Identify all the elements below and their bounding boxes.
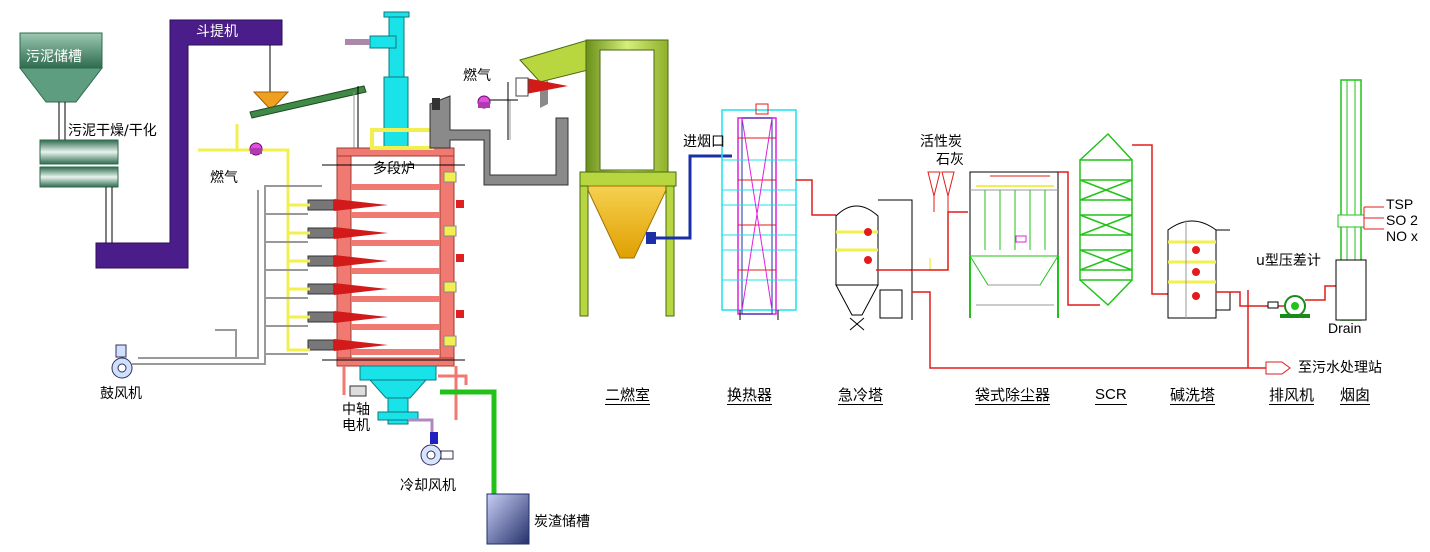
label-ash-storage-tank: 炭渣储槽	[534, 514, 590, 530]
flue-line-2	[912, 211, 968, 271]
stage-bag-filter: 袋式除尘器	[975, 386, 1051, 405]
label-activated-carbon: 活性炭	[920, 134, 962, 150]
ash-storage-tank	[486, 493, 530, 545]
emission-tsp: TSP	[1386, 196, 1414, 212]
flue-line-4	[1132, 144, 1170, 295]
bag-filter	[969, 171, 1059, 318]
label-blower: 鼓风机	[100, 386, 142, 402]
burners	[307, 199, 388, 351]
feed-conveyor	[249, 85, 367, 155]
label-cooling-fan: 冷却风机	[400, 478, 456, 494]
flue-line-6	[1305, 285, 1340, 301]
ash-line	[438, 374, 497, 494]
wastewater-line	[912, 291, 1266, 369]
wastewater-arrow	[1265, 361, 1291, 375]
gas-valve-left	[249, 142, 263, 156]
multi-hearth-furnace	[307, 128, 465, 425]
sludge-storage-tank	[18, 32, 104, 140]
stage-secondary-combustion-chamber: 二燃室	[605, 386, 651, 405]
scr-reactor	[1079, 132, 1133, 307]
label-pressure-gauge: u型压差计	[1256, 253, 1321, 269]
label-multi-hearth-furnace: 多段炉	[373, 161, 415, 177]
heat-exchanger	[721, 103, 797, 320]
label-flue-inlet: 进烟口	[683, 134, 725, 150]
stage-quench-tower: 急冷塔	[838, 386, 884, 405]
label-gas-left: 燃气	[210, 170, 238, 186]
bucket-elevator	[95, 19, 290, 269]
label-wastewater: 至污水处理站	[1298, 360, 1382, 376]
label-sludge-storage-tank: 污泥储槽	[26, 49, 82, 65]
flue-line-1	[796, 179, 836, 216]
hearth-levels	[351, 184, 440, 355]
label-bucket-elevator: 斗提机	[196, 24, 238, 40]
fuel-gas-lines	[198, 124, 310, 352]
label-gas-top: 燃气	[463, 68, 491, 84]
flue-line-3	[1058, 171, 1100, 306]
flue-line-5	[1216, 291, 1290, 307]
stack	[1335, 79, 1384, 321]
exhaust-fan	[1267, 295, 1310, 318]
stage-scr: SCR	[1095, 386, 1127, 405]
stage-exhaust-fan: 排风机	[1269, 386, 1315, 405]
emission-nox: NO x	[1386, 228, 1418, 244]
label-sludge-drying: 污泥干燥/干化	[68, 123, 157, 139]
duct-to-exchanger	[646, 154, 732, 244]
emission-so2: SO 2	[1386, 212, 1418, 228]
stage-heat-exchanger: 换热器	[727, 386, 773, 405]
reagent-hoppers	[927, 171, 955, 212]
sludge-dryer	[39, 139, 119, 243]
cooling-fan	[408, 418, 454, 466]
alkali-scrubber	[1167, 220, 1231, 319]
label-drain: Drain	[1328, 320, 1362, 336]
combustion-air-lines	[132, 185, 322, 365]
stage-alkali-scrubber: 碱洗塔	[1170, 386, 1216, 405]
blower	[111, 344, 133, 379]
label-shaft-motor: 中轴电机	[342, 402, 370, 434]
stage-stack: 烟囱	[1340, 386, 1371, 405]
label-lime: 石灰	[936, 152, 964, 168]
flue-duct	[429, 95, 569, 186]
secondary-combustion-chamber	[477, 39, 677, 317]
quench-tower	[835, 199, 948, 331]
